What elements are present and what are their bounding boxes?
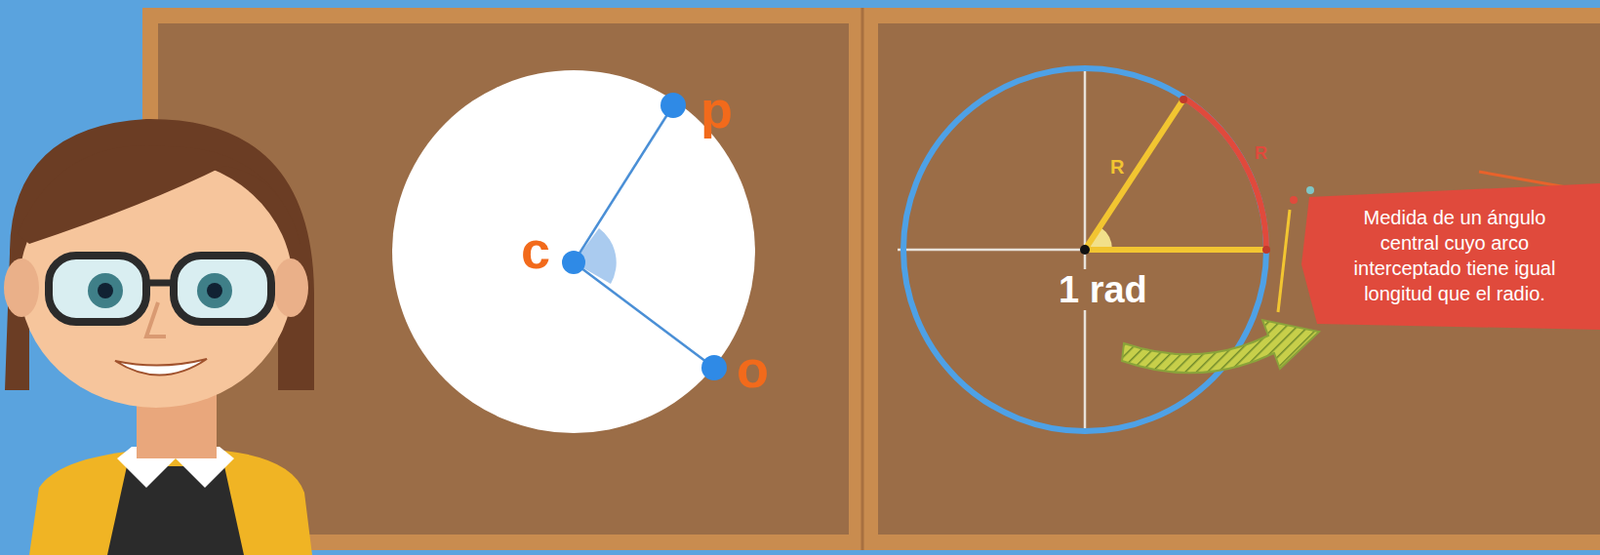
corkboard: [878, 23, 1600, 535]
arc: [1183, 97, 1267, 250]
corkboard: [158, 23, 849, 535]
board-frame: [862, 7, 1600, 551]
circle: [903, 68, 1267, 432]
point-label: c: [520, 223, 551, 277]
callout-text: Medida de un ángulo central cuyo arco in…: [1334, 204, 1575, 307]
length-label: R: [1110, 157, 1124, 177]
point-label: o: [736, 342, 769, 396]
teacher-cartoon: [3, 119, 315, 555]
callout-box: Medida de un ángulo central cuyo arco in…: [1301, 183, 1600, 330]
length-label: R: [1254, 144, 1268, 162]
arrow-decoration: [1121, 320, 1320, 373]
angle-label: 1 rad: [1052, 269, 1154, 311]
point: [660, 92, 686, 119]
point: [561, 250, 586, 275]
point: [701, 355, 727, 381]
callout-shape: [1301, 183, 1600, 330]
circle: [392, 70, 756, 434]
point-label: p: [700, 82, 733, 136]
